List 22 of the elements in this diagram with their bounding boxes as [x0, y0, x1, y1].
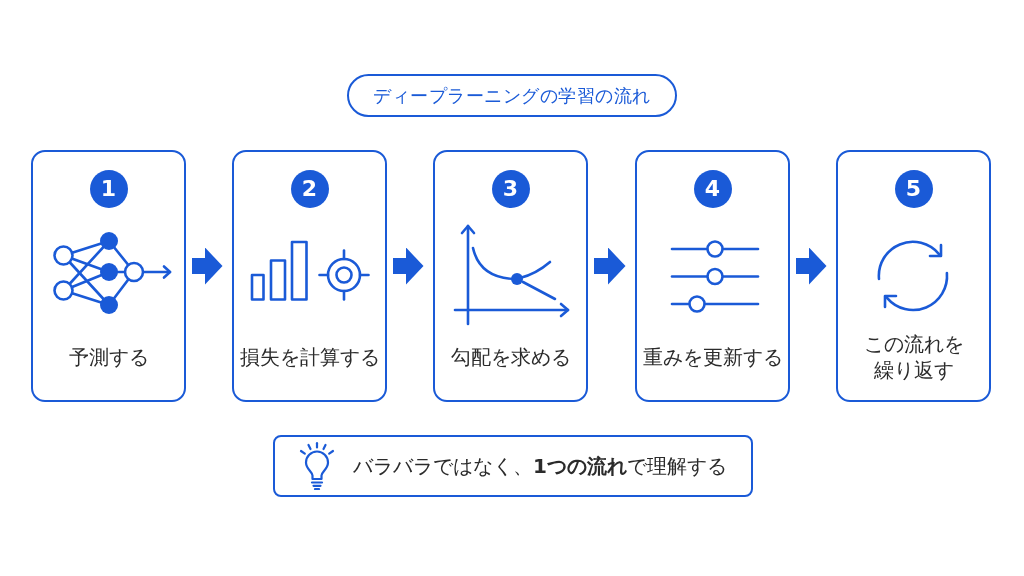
step-card — [31, 150, 186, 402]
step-label: 予測する — [68, 345, 149, 371]
step-card — [836, 150, 991, 402]
step-number: 2 — [290, 170, 329, 208]
step-card — [433, 150, 588, 402]
note-text: バラバラではなく、1つの流れで理解する — [353, 452, 727, 480]
arrow — [796, 247, 827, 285]
step-label: 損失を計算する — [239, 345, 380, 371]
diagram-title: ディープラーニングの学習の流れ — [347, 74, 677, 117]
step-card — [232, 150, 387, 402]
step-label: この流れを繰り返す — [862, 332, 965, 384]
arrow — [192, 247, 223, 285]
step-number: 1 — [89, 170, 128, 208]
arrow — [393, 247, 424, 285]
step-label: 重みを更新する — [642, 345, 783, 371]
step-number: 4 — [693, 170, 732, 208]
step-number: 3 — [491, 170, 530, 208]
step-number: 5 — [894, 170, 933, 208]
note-box — [273, 435, 753, 497]
step-label: 勾配を求める — [450, 345, 571, 371]
step-card — [635, 150, 790, 402]
arrow — [594, 247, 626, 285]
